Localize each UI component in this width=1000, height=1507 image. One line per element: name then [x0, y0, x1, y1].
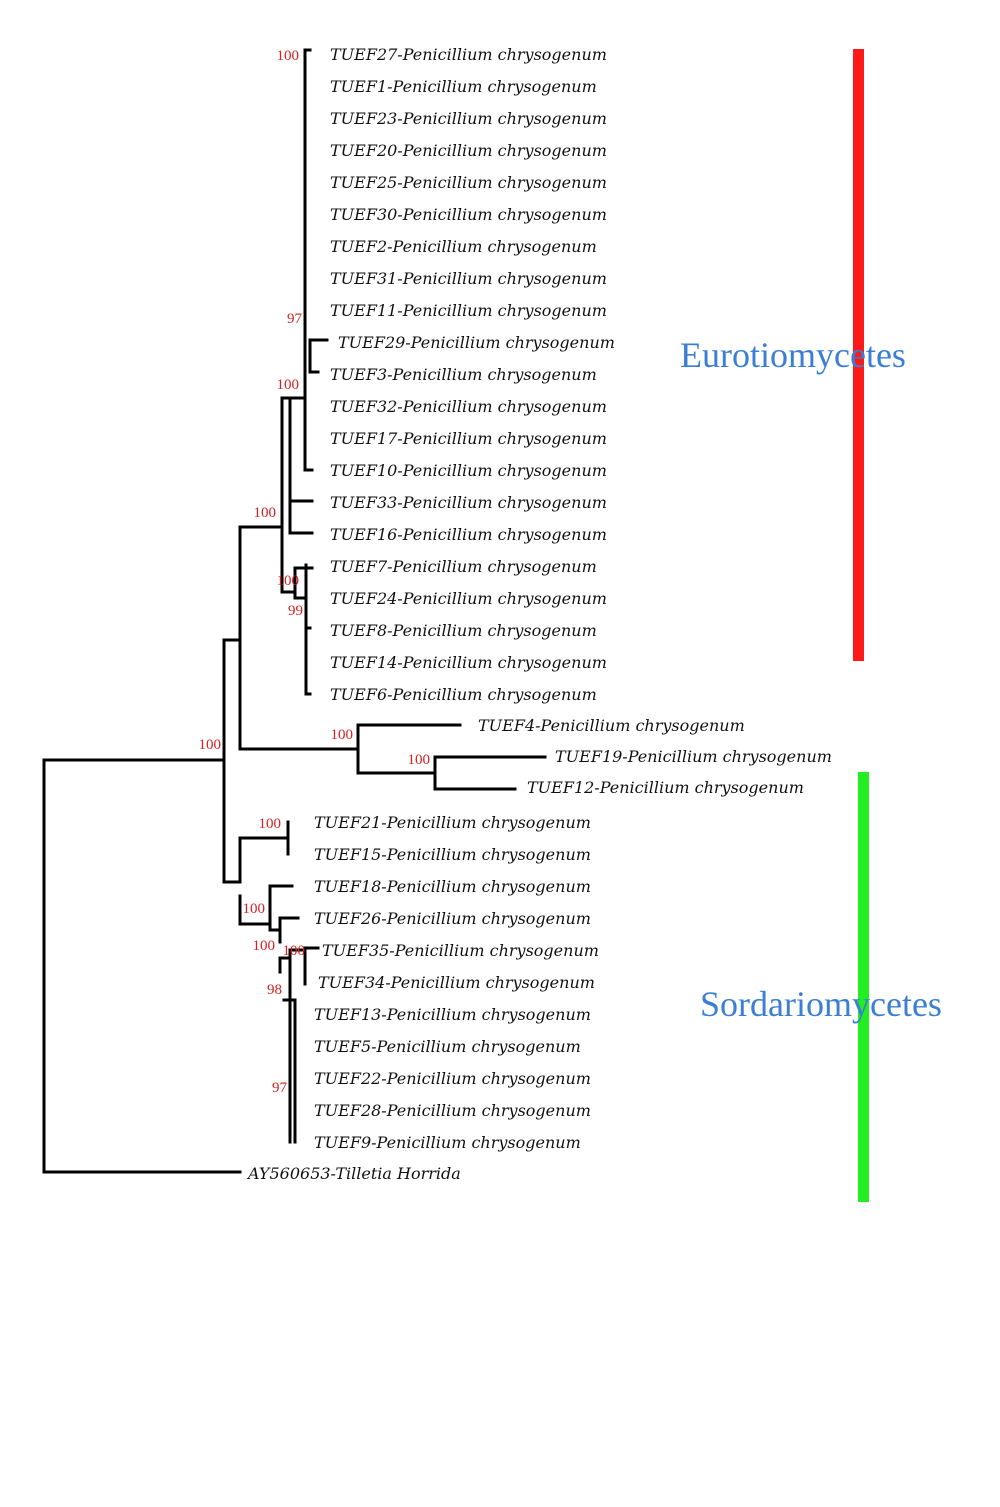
taxon-label: TUEF33-Penicillium chrysogenum: [330, 493, 607, 512]
bootstrap-value: 98: [267, 982, 282, 998]
taxon-label: TUEF21-Penicillium chrysogenum: [314, 813, 591, 832]
bootstrap-value: 97: [287, 311, 303, 327]
clade-bar: [858, 772, 869, 1202]
bootstrap-value: 100: [408, 752, 431, 768]
taxon-label: TUEF7-Penicillium chrysogenum: [330, 557, 597, 576]
taxon-label: TUEF25-Penicillium chrysogenum: [330, 173, 607, 192]
taxon-label: TUEF28-Penicillium chrysogenum: [314, 1101, 591, 1120]
taxon-label: TUEF15-Penicillium chrysogenum: [314, 845, 591, 864]
taxon-label: TUEF29-Penicillium chrysogenum: [338, 333, 615, 352]
taxon-label: TUEF12-Penicillium chrysogenum: [527, 778, 804, 797]
taxon-label: TUEF1-Penicillium chrysogenum: [330, 77, 597, 96]
taxon-label: TUEF8-Penicillium chrysogenum: [330, 621, 597, 640]
taxon-label: TUEF3-Penicillium chrysogenum: [330, 365, 597, 384]
clade-bar: [853, 49, 864, 661]
bootstrap-value: 100: [277, 573, 300, 589]
taxon-label: TUEF4-Penicillium chrysogenum: [478, 716, 745, 735]
taxon-label: TUEF24-Penicillium chrysogenum: [330, 589, 607, 608]
taxon-label: TUEF20-Penicillium chrysogenum: [330, 141, 607, 160]
taxon-label: TUEF6-Penicillium chrysogenum: [330, 685, 597, 704]
taxon-label: TUEF26-Penicillium chrysogenum: [314, 909, 591, 928]
bootstrap-value: 100: [283, 943, 306, 959]
bootstrap-value: 100: [199, 737, 222, 753]
taxon-label: TUEF10-Penicillium chrysogenum: [330, 461, 607, 480]
taxon-label: TUEF9-Penicillium chrysogenum: [314, 1133, 581, 1152]
bootstrap-value: 100: [259, 816, 282, 832]
bootstrap-value: 100: [277, 48, 300, 64]
bootstrap-value: 100: [331, 727, 354, 743]
taxon-label: TUEF19-Penicillium chrysogenum: [555, 747, 832, 766]
clade-label: Sordariomycetes: [700, 984, 942, 1024]
taxon-label: TUEF11-Penicillium chrysogenum: [330, 301, 607, 320]
taxon-label: TUEF34-Penicillium chrysogenum: [318, 973, 595, 992]
taxon-label: TUEF23-Penicillium chrysogenum: [330, 109, 607, 128]
bootstrap-value: 100: [277, 377, 300, 393]
taxon-label: TUEF16-Penicillium chrysogenum: [330, 525, 607, 544]
taxon-label: TUEF35-Penicillium chrysogenum: [322, 941, 599, 960]
bootstrap-values: 100 97 100 100 100 99 100 100 100 100 100 100 100 98 9…: [199, 48, 431, 1096]
taxon-labels: TUEF27-Penicillium chrysogenumTUEF1-Peni…: [246, 45, 832, 1183]
bootstrap-value: 97: [272, 1080, 288, 1096]
taxon-label: TUEF13-Penicillium chrysogenum: [314, 1005, 591, 1024]
taxon-label: TUEF2-Penicillium chrysogenum: [330, 237, 597, 256]
taxon-label: TUEF22-Penicillium chrysogenum: [314, 1069, 591, 1088]
bootstrap-value: 100: [254, 505, 277, 521]
bootstrap-value: 100: [243, 901, 266, 917]
taxon-label: TUEF14-Penicillium chrysogenum: [330, 653, 607, 672]
taxon-label: AY560653-Tilletia Horrida: [246, 1164, 461, 1183]
clade-label: Eurotiomycetes: [680, 335, 906, 375]
taxon-label: TUEF5-Penicillium chrysogenum: [314, 1037, 581, 1056]
taxon-label: TUEF17-Penicillium chrysogenum: [330, 429, 607, 448]
bootstrap-value: 100: [253, 938, 276, 954]
taxon-label: TUEF18-Penicillium chrysogenum: [314, 877, 591, 896]
taxon-label: TUEF32-Penicillium chrysogenum: [330, 397, 607, 416]
taxon-label: TUEF27-Penicillium chrysogenum: [330, 45, 607, 64]
bootstrap-value: 99: [288, 603, 303, 619]
taxon-label: TUEF31-Penicillium chrysogenum: [330, 269, 607, 288]
tree-branches: [42, 48, 547, 1174]
taxon-label: TUEF30-Penicillium chrysogenum: [330, 205, 607, 224]
